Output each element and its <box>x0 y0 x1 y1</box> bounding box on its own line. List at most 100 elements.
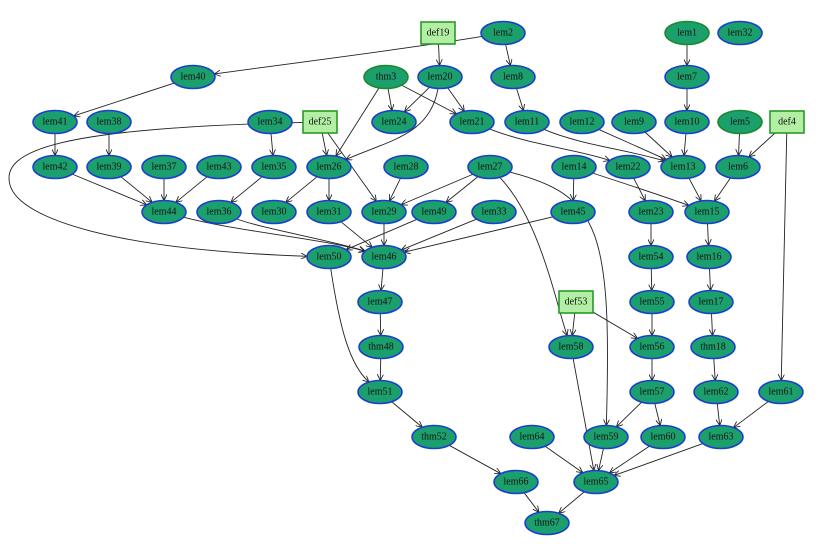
edge-lem5-to-lem6 <box>739 133 740 155</box>
node-label: lem57 <box>640 387 665 398</box>
node-def19[interactable]: def19 <box>420 21 456 45</box>
node-thm67[interactable]: thm67 <box>524 510 570 536</box>
node-ellipse <box>251 199 297 225</box>
node-label: lem21 <box>460 117 485 128</box>
edge-def25-to-lem29 <box>327 132 377 201</box>
node-lem51[interactable]: lem51 <box>357 379 403 405</box>
node-thm18[interactable]: thm18 <box>690 334 736 360</box>
node-lem21[interactable]: lem21 <box>449 109 495 135</box>
node-lem45[interactable]: lem45 <box>550 199 596 225</box>
node-lem49[interactable]: lem49 <box>411 199 457 225</box>
node-lem9[interactable]: lem9 <box>611 109 657 135</box>
node-lem32[interactable]: lem32 <box>717 20 763 46</box>
node-lem40[interactable]: lem40 <box>170 64 216 90</box>
edge-thm18-to-lem62 <box>714 358 715 380</box>
node-def4[interactable]: def4 <box>769 110 805 134</box>
node-ellipse <box>449 109 495 135</box>
node-ellipse <box>504 109 550 135</box>
node-lem34[interactable]: lem34 <box>247 109 293 135</box>
node-lem8[interactable]: lem8 <box>490 64 536 90</box>
node-lem13[interactable]: lem13 <box>660 154 706 180</box>
node-lem23[interactable]: lem23 <box>628 199 674 225</box>
node-lem44[interactable]: lem44 <box>141 199 187 225</box>
node-lem22[interactable]: lem22 <box>605 154 651 180</box>
node-label: lem61 <box>769 387 794 398</box>
node-lem31[interactable]: lem31 <box>306 199 352 225</box>
node-lem38[interactable]: lem38 <box>86 109 132 135</box>
node-lem42[interactable]: lem42 <box>32 154 78 180</box>
node-label: lem28 <box>394 162 419 173</box>
node-ellipse <box>660 154 706 180</box>
node-label: lem1 <box>677 28 697 39</box>
node-lem35[interactable]: lem35 <box>251 154 297 180</box>
edge-lem16-to-lem17 <box>710 268 711 290</box>
node-ellipse <box>493 469 539 495</box>
node-label: lem40 <box>181 72 206 83</box>
node-lem1[interactable]: lem1 <box>664 20 710 46</box>
node-lem20[interactable]: lem20 <box>417 64 463 90</box>
node-label: lem26 <box>317 162 342 173</box>
node-lem29[interactable]: lem29 <box>361 199 407 225</box>
node-lem63[interactable]: lem63 <box>698 424 744 450</box>
node-lem54[interactable]: lem54 <box>628 244 674 270</box>
node-lem50[interactable]: lem50 <box>306 244 352 270</box>
node-lem66[interactable]: lem66 <box>493 469 539 495</box>
node-lem59[interactable]: lem59 <box>583 424 629 450</box>
node-lem43[interactable]: lem43 <box>196 154 242 180</box>
node-lem33[interactable]: lem33 <box>471 199 517 225</box>
node-lem17[interactable]: lem17 <box>688 289 734 315</box>
node-ellipse <box>86 154 132 180</box>
node-lem46[interactable]: lem46 <box>361 244 407 270</box>
node-lem15[interactable]: lem15 <box>684 199 730 225</box>
node-lem57[interactable]: lem57 <box>629 379 675 405</box>
node-ellipse <box>573 469 619 495</box>
node-ellipse <box>196 154 242 180</box>
node-lem24[interactable]: lem24 <box>371 109 417 135</box>
node-lem11[interactable]: lem11 <box>504 109 550 135</box>
node-lem14[interactable]: lem14 <box>551 154 597 180</box>
node-ellipse <box>411 424 457 450</box>
node-lem61[interactable]: lem61 <box>758 379 804 405</box>
node-ellipse <box>688 289 734 315</box>
node-lem41[interactable]: lem41 <box>32 109 78 135</box>
node-lem62[interactable]: lem62 <box>693 379 739 405</box>
node-ellipse <box>358 334 404 360</box>
node-lem16[interactable]: lem16 <box>686 244 732 270</box>
node-lem39[interactable]: lem39 <box>86 154 132 180</box>
node-lem6[interactable]: lem6 <box>715 154 761 180</box>
edge-lem27-to-lem59 <box>509 171 608 425</box>
node-thm52[interactable]: thm52 <box>411 424 457 450</box>
node-def25[interactable]: def25 <box>302 110 338 134</box>
node-lem60[interactable]: lem60 <box>640 424 686 450</box>
node-def53[interactable]: def53 <box>558 290 594 314</box>
node-thm3[interactable]: thm3 <box>363 64 409 90</box>
edge-lem9-to-lem13 <box>644 131 672 157</box>
node-lem26[interactable]: lem26 <box>306 154 352 180</box>
node-lem5[interactable]: lem5 <box>717 109 763 135</box>
node-lem7[interactable]: lem7 <box>664 64 710 90</box>
node-lem36[interactable]: lem36 <box>196 199 242 225</box>
node-label: lem33 <box>482 207 507 218</box>
node-lem12[interactable]: lem12 <box>559 109 605 135</box>
node-lem47[interactable]: lem47 <box>357 289 403 315</box>
node-label: lem44 <box>152 207 177 218</box>
node-lem28[interactable]: lem28 <box>383 154 429 180</box>
edge-lem35-to-lem36 <box>231 176 263 203</box>
node-lem55[interactable]: lem55 <box>629 289 675 315</box>
edge-lem21-to-lem22 <box>489 128 610 161</box>
edge-lem63-to-lem65 <box>614 443 704 476</box>
node-lem58[interactable]: lem58 <box>548 334 594 360</box>
node-lem37[interactable]: lem37 <box>141 154 187 180</box>
node-ellipse <box>664 109 710 135</box>
node-lem64[interactable]: lem64 <box>509 424 555 450</box>
node-ellipse <box>467 154 513 180</box>
node-lem10[interactable]: lem10 <box>664 109 710 135</box>
node-lem56[interactable]: lem56 <box>629 334 675 360</box>
node-lem30[interactable]: lem30 <box>251 199 297 225</box>
node-lem27[interactable]: lem27 <box>467 154 513 180</box>
node-ellipse <box>690 334 736 360</box>
definition-box <box>769 110 805 134</box>
node-lem65[interactable]: lem65 <box>573 469 619 495</box>
node-thm48[interactable]: thm48 <box>358 334 404 360</box>
node-lem2[interactable]: lem2 <box>480 20 526 46</box>
